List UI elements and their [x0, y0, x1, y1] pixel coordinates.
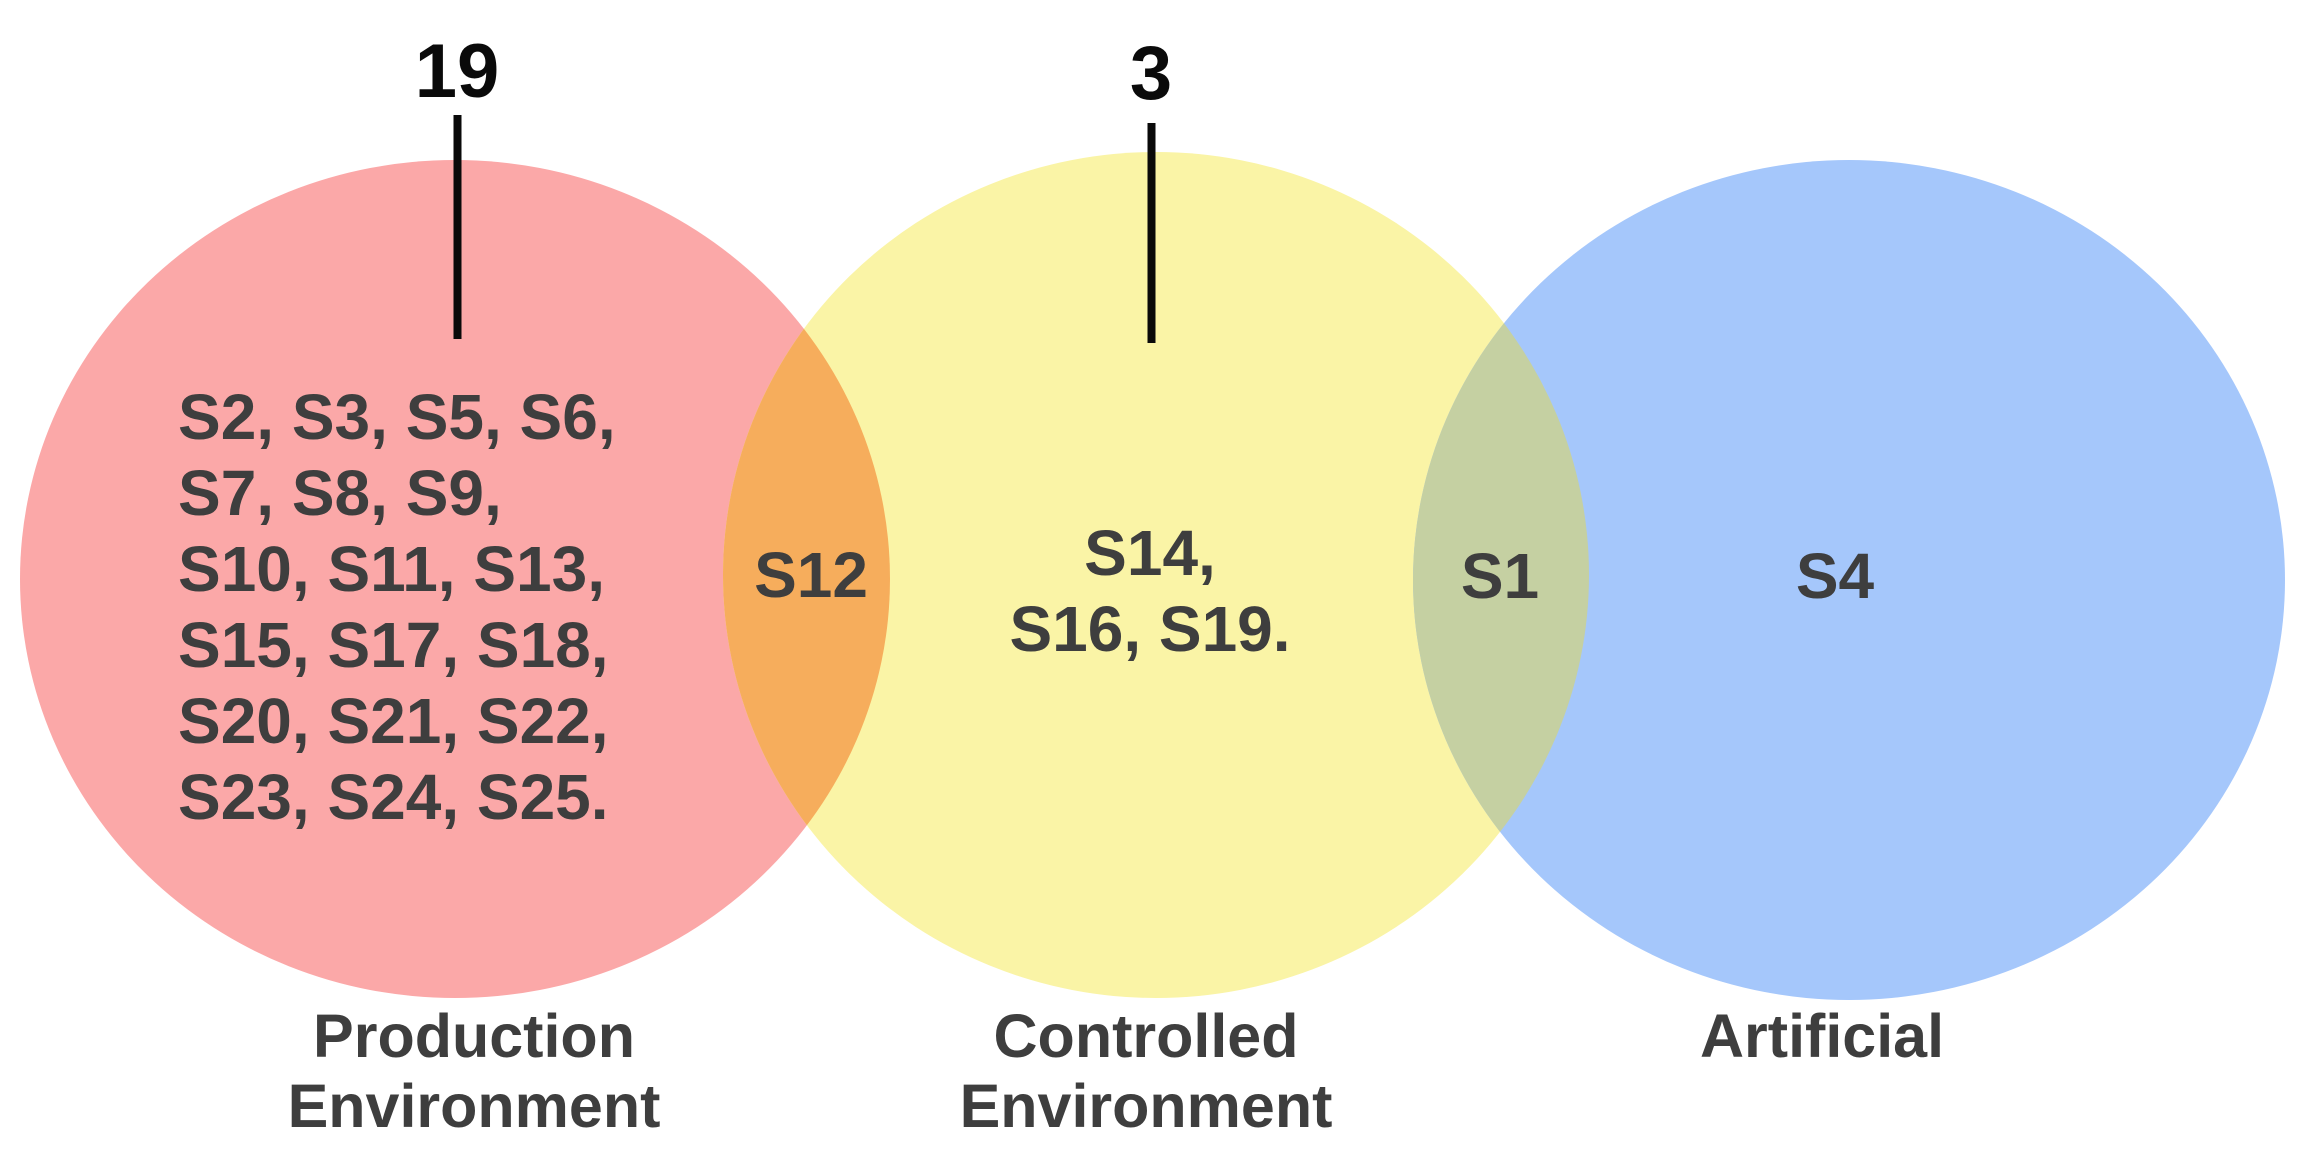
production-set-label-line1: Production — [313, 1002, 635, 1070]
controlled-items-line: S16, S19. — [1009, 593, 1291, 665]
controlled-set-label-line2: Environment — [959, 1072, 1333, 1140]
production-items-line: S7, S8, S9, — [178, 457, 502, 529]
controlled-circle — [723, 152, 1589, 998]
controlled-set-label-line1: Controlled — [993, 1002, 1299, 1070]
controlled-set-label: Controlled Environment — [960, 1001, 1333, 1141]
production-count-label: 19 — [414, 29, 500, 114]
artificial-circle — [1413, 160, 2285, 1000]
production-controlled-overlap-items: S12 — [754, 539, 868, 611]
controlled-count-label: 3 — [1129, 31, 1173, 116]
artificial-set-label: Artificial — [1699, 1002, 1945, 1070]
production-set-label-line2: Environment — [287, 1072, 661, 1140]
controlled-items-line: S14, — [1084, 517, 1216, 589]
controlled-items-list: S14, S16, S19. — [1009, 515, 1290, 667]
production-items-line: S23, S24, S25. — [178, 761, 609, 833]
production-items-line: S15, S17, S18, — [178, 609, 609, 681]
production-circle — [20, 160, 890, 998]
production-items-list: S2, S3, S5, S6, S7, S8, S9, S10, S11, S1… — [178, 379, 616, 835]
production-items-line: S2, S3, S5, S6, — [178, 381, 616, 453]
production-items-line: S20, S21, S22, — [178, 685, 609, 757]
production-set-label: Production Environment — [288, 1001, 661, 1141]
artificial-items: S4 — [1795, 540, 1875, 612]
production-items-line: S10, S11, S13, — [178, 533, 605, 605]
controlled-artificial-overlap-items: S1 — [1460, 540, 1540, 612]
